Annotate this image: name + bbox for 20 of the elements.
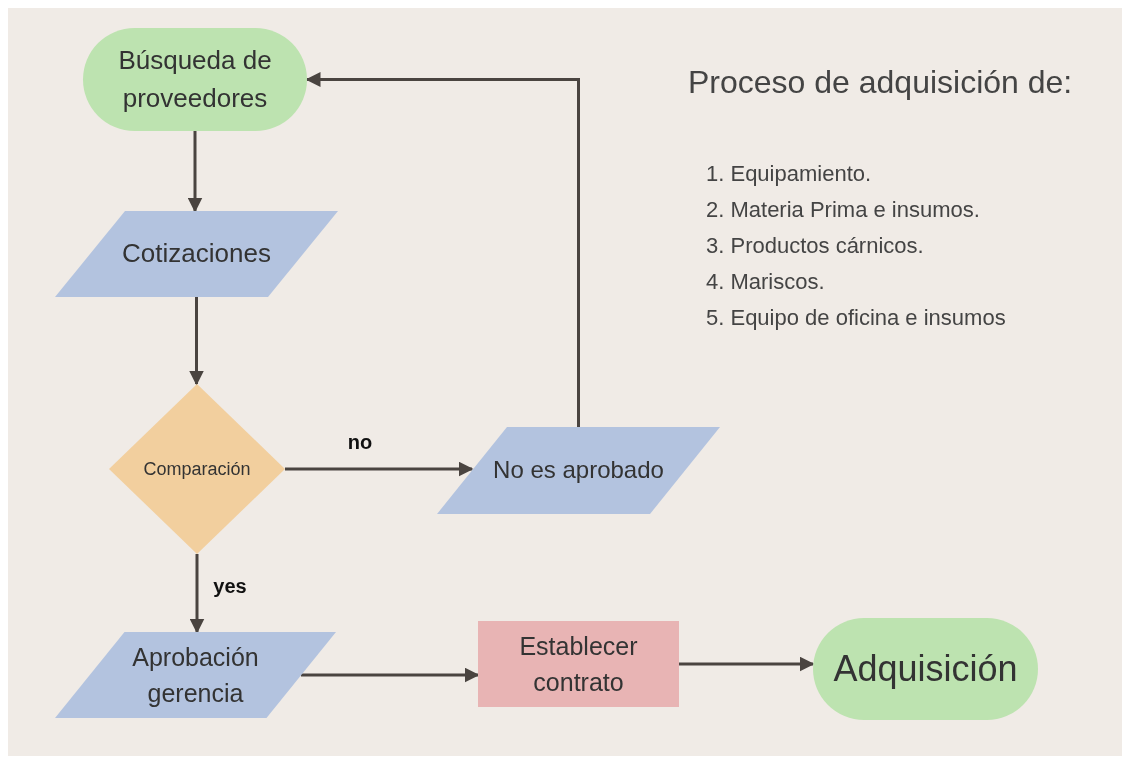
process-box: Establecer contrato — [478, 621, 679, 707]
end-terminal: Adquisición — [813, 618, 1038, 720]
list-item: 5. Equipo de oficina e insumos — [706, 304, 1006, 332]
arrow — [187, 131, 203, 213]
list-item: 4. Mariscos. — [706, 268, 826, 296]
data-parallelogram: No es aprobado — [437, 427, 720, 514]
arrow — [285, 461, 474, 477]
arrow — [189, 297, 204, 386]
data-parallelogram: Cotizaciones — [55, 211, 338, 297]
arrow — [305, 72, 580, 427]
title: Proceso de adquisición de: — [688, 63, 1074, 102]
list-item: 3. Productos cárnicos. — [706, 232, 925, 260]
decision-diamond: Comparación — [109, 384, 285, 554]
arrow — [301, 667, 480, 683]
arrow — [189, 554, 205, 634]
list-item: 1. Equipamiento. — [706, 160, 873, 188]
list-item: 2. Materia Prima e insumos. — [706, 196, 981, 224]
arrow — [679, 656, 815, 672]
start-terminal: Búsqueda de proveedores — [83, 28, 307, 131]
data-parallelogram: Aprobación gerencia — [55, 632, 336, 718]
